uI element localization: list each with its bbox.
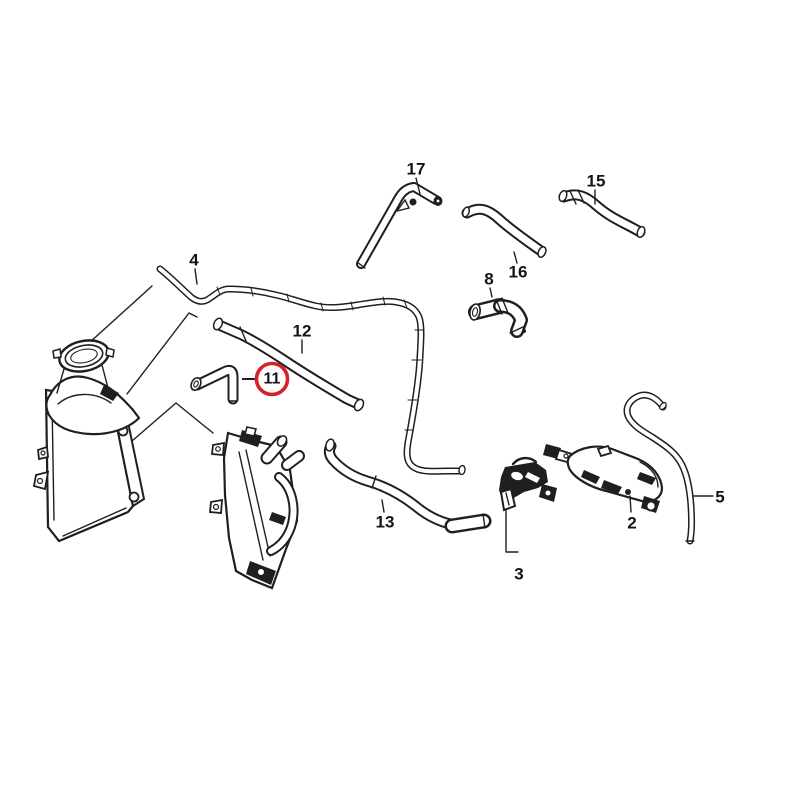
part-8-label[interactable]: 8 (484, 270, 493, 289)
part-11-callout[interactable]: 11 (242, 361, 290, 397)
part-12-label[interactable]: 12 (293, 322, 312, 341)
radiator-bolt-hole (128, 491, 140, 503)
part-17-drawing (356, 182, 443, 269)
part-3-label[interactable]: 3 (514, 565, 523, 584)
radiator-cap (52, 339, 115, 373)
part-15-label[interactable]: 15 (587, 172, 606, 191)
part-12-drawing (212, 317, 365, 412)
part-16-label[interactable]: 16 (509, 263, 528, 282)
part-5-label[interactable]: 5 (715, 488, 724, 507)
part-8-drawing (468, 297, 528, 338)
part-11-drawing (190, 364, 239, 405)
highlight-circle (254, 361, 290, 397)
part-15-drawing (558, 189, 646, 239)
part-4-label[interactable]: 4 (189, 251, 199, 270)
left-radiator-drawing (32, 339, 146, 543)
label-leader-lines (194, 177, 596, 513)
right-radiator-drawing (209, 426, 305, 590)
part-2-label[interactable]: 2 (627, 514, 636, 533)
part-17-label[interactable]: 17 (407, 160, 426, 179)
part-2-drawing (543, 444, 664, 513)
part-13-drawing (323, 438, 492, 534)
part-16-drawing (461, 203, 547, 258)
part-4-drawing (156, 265, 466, 476)
part-5-drawing (623, 391, 714, 545)
part-13-label[interactable]: 13 (376, 513, 395, 532)
part-3-drawing (499, 456, 557, 553)
part-11-label[interactable]: 11 (264, 371, 281, 388)
